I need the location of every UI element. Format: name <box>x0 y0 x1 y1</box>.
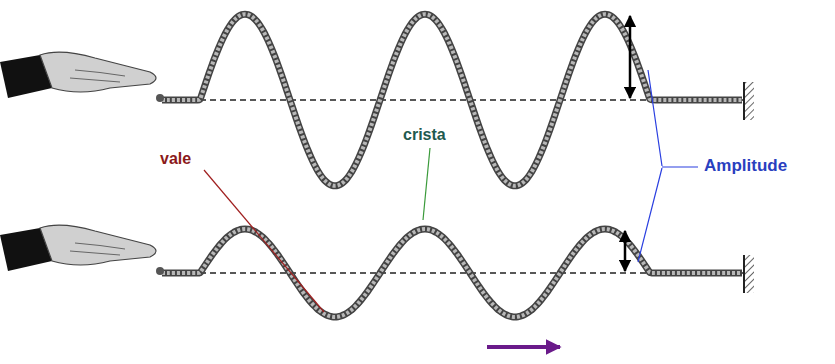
rope <box>162 14 742 317</box>
trough-label: vale <box>160 150 191 168</box>
crest-label: crista <box>403 126 446 144</box>
rope <box>162 229 742 317</box>
wall <box>744 82 754 293</box>
rope <box>162 14 742 186</box>
amplitude-label: Amplitude <box>704 157 787 176</box>
hand <box>0 225 164 275</box>
leader-line <box>204 170 324 312</box>
amplitude-arrow <box>624 231 627 271</box>
rope <box>162 14 742 186</box>
amplitude-arrow <box>629 16 632 98</box>
direction-arrow <box>487 345 560 349</box>
hand <box>0 52 164 102</box>
rope <box>162 229 742 317</box>
leader-line <box>423 148 430 220</box>
leader-line <box>638 70 698 262</box>
